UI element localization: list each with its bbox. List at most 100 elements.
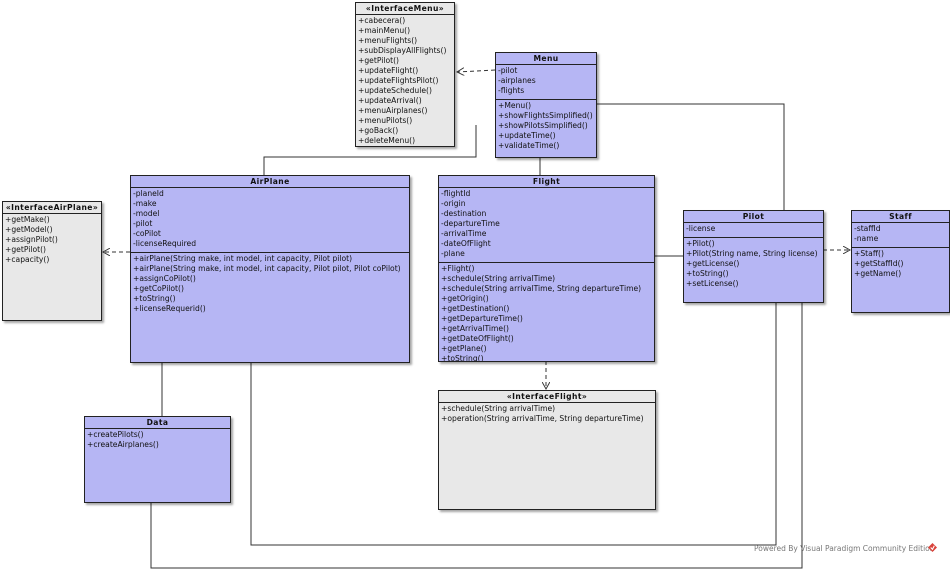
class-interface-flight[interactable]: «InterfaceFlight» +schedule(String arriv… (438, 390, 656, 510)
menu-pilot-association (596, 103, 785, 211)
attribute-item: -departureTime (441, 219, 500, 228)
attribute-item: -pilot (498, 66, 518, 75)
operation-item: +getOrigin() (441, 294, 489, 303)
attribute-item: -pilot (133, 219, 153, 228)
operation-item: +getStaffId() (854, 259, 904, 268)
operation-item: +Menu() (498, 101, 532, 110)
operation-item: +getDepartureTime() (441, 314, 523, 323)
menu-airplane-association (263, 125, 477, 176)
operation-item: +toString() (441, 354, 484, 362)
class-title: «InterfaceFlight» (439, 391, 655, 403)
attributes-compartment: -license (684, 223, 823, 238)
attribute-item: -license (686, 224, 716, 233)
class-title: Pilot (684, 211, 823, 223)
operation-item: +menuFlights() (358, 36, 418, 45)
class-title: Data (85, 417, 230, 429)
attribute-item: -planeId (133, 189, 164, 198)
class-title: Flight (439, 176, 654, 188)
operation-item: +cabecera() (358, 16, 406, 25)
class-airplane[interactable]: AirPlane -planeId-make-model-pilot-coPil… (130, 175, 410, 363)
class-pilot[interactable]: Pilot -license +Pilot()+Pilot(String nam… (683, 210, 824, 303)
class-data[interactable]: Data +createPilots()+createAirplanes() (84, 416, 231, 503)
operation-item: +validateTime() (498, 141, 560, 150)
attribute-item: -destination (441, 209, 487, 218)
operation-item: +airPlane(String make, int model, int ca… (133, 254, 353, 263)
operation-item: +updateArrival() (358, 96, 422, 105)
operation-item: +getCoPilot() (133, 284, 184, 293)
operations-compartment: +airPlane(String make, int model, int ca… (131, 253, 409, 316)
operation-item: +licenseRequerid() (133, 304, 206, 313)
operation-item: +goBack() (358, 126, 399, 135)
attribute-item: -origin (441, 199, 466, 208)
operation-item: +getMake() (5, 215, 50, 224)
class-flight[interactable]: Flight -flightId-origin-destination-depa… (438, 175, 655, 362)
attribute-item: -staffId (854, 224, 881, 233)
class-title: «InterfaceAirPlane» (3, 202, 101, 214)
operation-item: +toString() (133, 294, 176, 303)
operation-item: +showFlightsSimplified() (498, 111, 593, 120)
attribute-item: -plane (441, 249, 465, 258)
operation-item: +getName() (854, 269, 902, 278)
visual-paradigm-logo-icon (928, 543, 937, 552)
operation-item: +getPlane() (441, 344, 487, 353)
class-interface-menu[interactable]: «InterfaceMenu» +cabecera()+mainMenu()+m… (355, 2, 455, 147)
operation-item: +Pilot() (686, 239, 715, 248)
operation-item: +subDisplayAllFlights() (358, 46, 447, 55)
operation-item: +Pilot(String name, String license) (686, 249, 818, 258)
operation-item: +getModel() (5, 225, 53, 234)
operation-item: +toString() (686, 269, 729, 278)
operation-item: +deleteMenu() (358, 136, 416, 145)
operations-compartment: +Menu()+showFlightsSimplified()+showPilo… (496, 100, 596, 153)
attribute-item: -name (854, 234, 879, 243)
attributes-compartment: -staffId-name (852, 223, 949, 248)
operation-item: +assignPilot() (5, 235, 58, 244)
airplane-pilot-association (250, 302, 777, 546)
class-title: Menu (496, 53, 596, 65)
operations-compartment: +schedule(String arrivalTime)+operation(… (439, 403, 655, 426)
operations-compartment: +createPilots()+createAirplanes() (85, 429, 230, 452)
class-staff[interactable]: Staff -staffId-name +Staff()+getStaffId(… (851, 210, 950, 313)
operation-item: +getDestination() (441, 304, 510, 313)
operation-item: +showPilotsSimplified() (498, 121, 588, 130)
operations-compartment: +cabecera()+mainMenu()+menuFlights()+sub… (356, 15, 454, 146)
operations-compartment: +getMake()+getModel()+assignPilot()+getP… (3, 214, 101, 267)
operation-item: +updateTime() (498, 131, 556, 140)
attribute-item: -arrivalTime (441, 229, 487, 238)
attribute-item: -coPilot (133, 229, 161, 238)
operations-compartment: +Pilot()+Pilot(String name, String licen… (684, 238, 823, 291)
class-menu[interactable]: Menu -pilot-airplanes-flights +Menu()+sh… (495, 52, 597, 158)
operation-item: +assignCoPilot() (133, 274, 196, 283)
attribute-item: -model (133, 209, 160, 218)
operations-compartment: +Flight()+schedule(String arrivalTime)+s… (439, 263, 654, 362)
operation-item: +updateFlightsPilot() (358, 76, 439, 85)
operation-item: +updateSchedule() (358, 86, 432, 95)
menu-realizes-interface-menu (457, 70, 496, 72)
operation-item: +airPlane(String make, int model, int ca… (133, 264, 401, 273)
data-pilot-association (150, 302, 803, 569)
attribute-item: -flightId (441, 189, 471, 198)
operation-item: +getPilot() (358, 56, 400, 65)
class-interface-airplane[interactable]: «InterfaceAirPlane» +getMake()+getModel(… (2, 201, 102, 321)
operation-item: +createAirplanes() (87, 440, 159, 449)
operation-item: +schedule(String arrivalTime) (441, 404, 556, 413)
operation-item: +schedule(String arrivalTime) (441, 274, 556, 283)
operation-item: +getPilot() (5, 245, 47, 254)
operation-item: +setLicense() (686, 279, 739, 288)
watermark-text: Powered By Visual Paradigm Community Edi… (754, 544, 935, 553)
attribute-item: -dateOfFlight (441, 239, 491, 248)
attribute-item: -airplanes (498, 76, 536, 85)
operation-item: +menuPilots() (358, 116, 413, 125)
operations-compartment: +Staff()+getStaffId()+getName() (852, 248, 949, 281)
operation-item: +Staff() (854, 249, 884, 258)
attribute-item: -make (133, 199, 157, 208)
operation-item: +getLicense() (686, 259, 740, 268)
attributes-compartment: -planeId-make-model-pilot-coPilot-licens… (131, 188, 409, 253)
operation-item: +schedule(String arrivalTime, String dep… (441, 284, 642, 293)
operation-item: +updateFlight() (358, 66, 419, 75)
class-title: «InterfaceMenu» (356, 3, 454, 15)
attribute-item: -flights (498, 86, 525, 95)
attribute-item: -licenseRequired (133, 239, 197, 248)
attributes-compartment: -pilot-airplanes-flights (496, 65, 596, 100)
